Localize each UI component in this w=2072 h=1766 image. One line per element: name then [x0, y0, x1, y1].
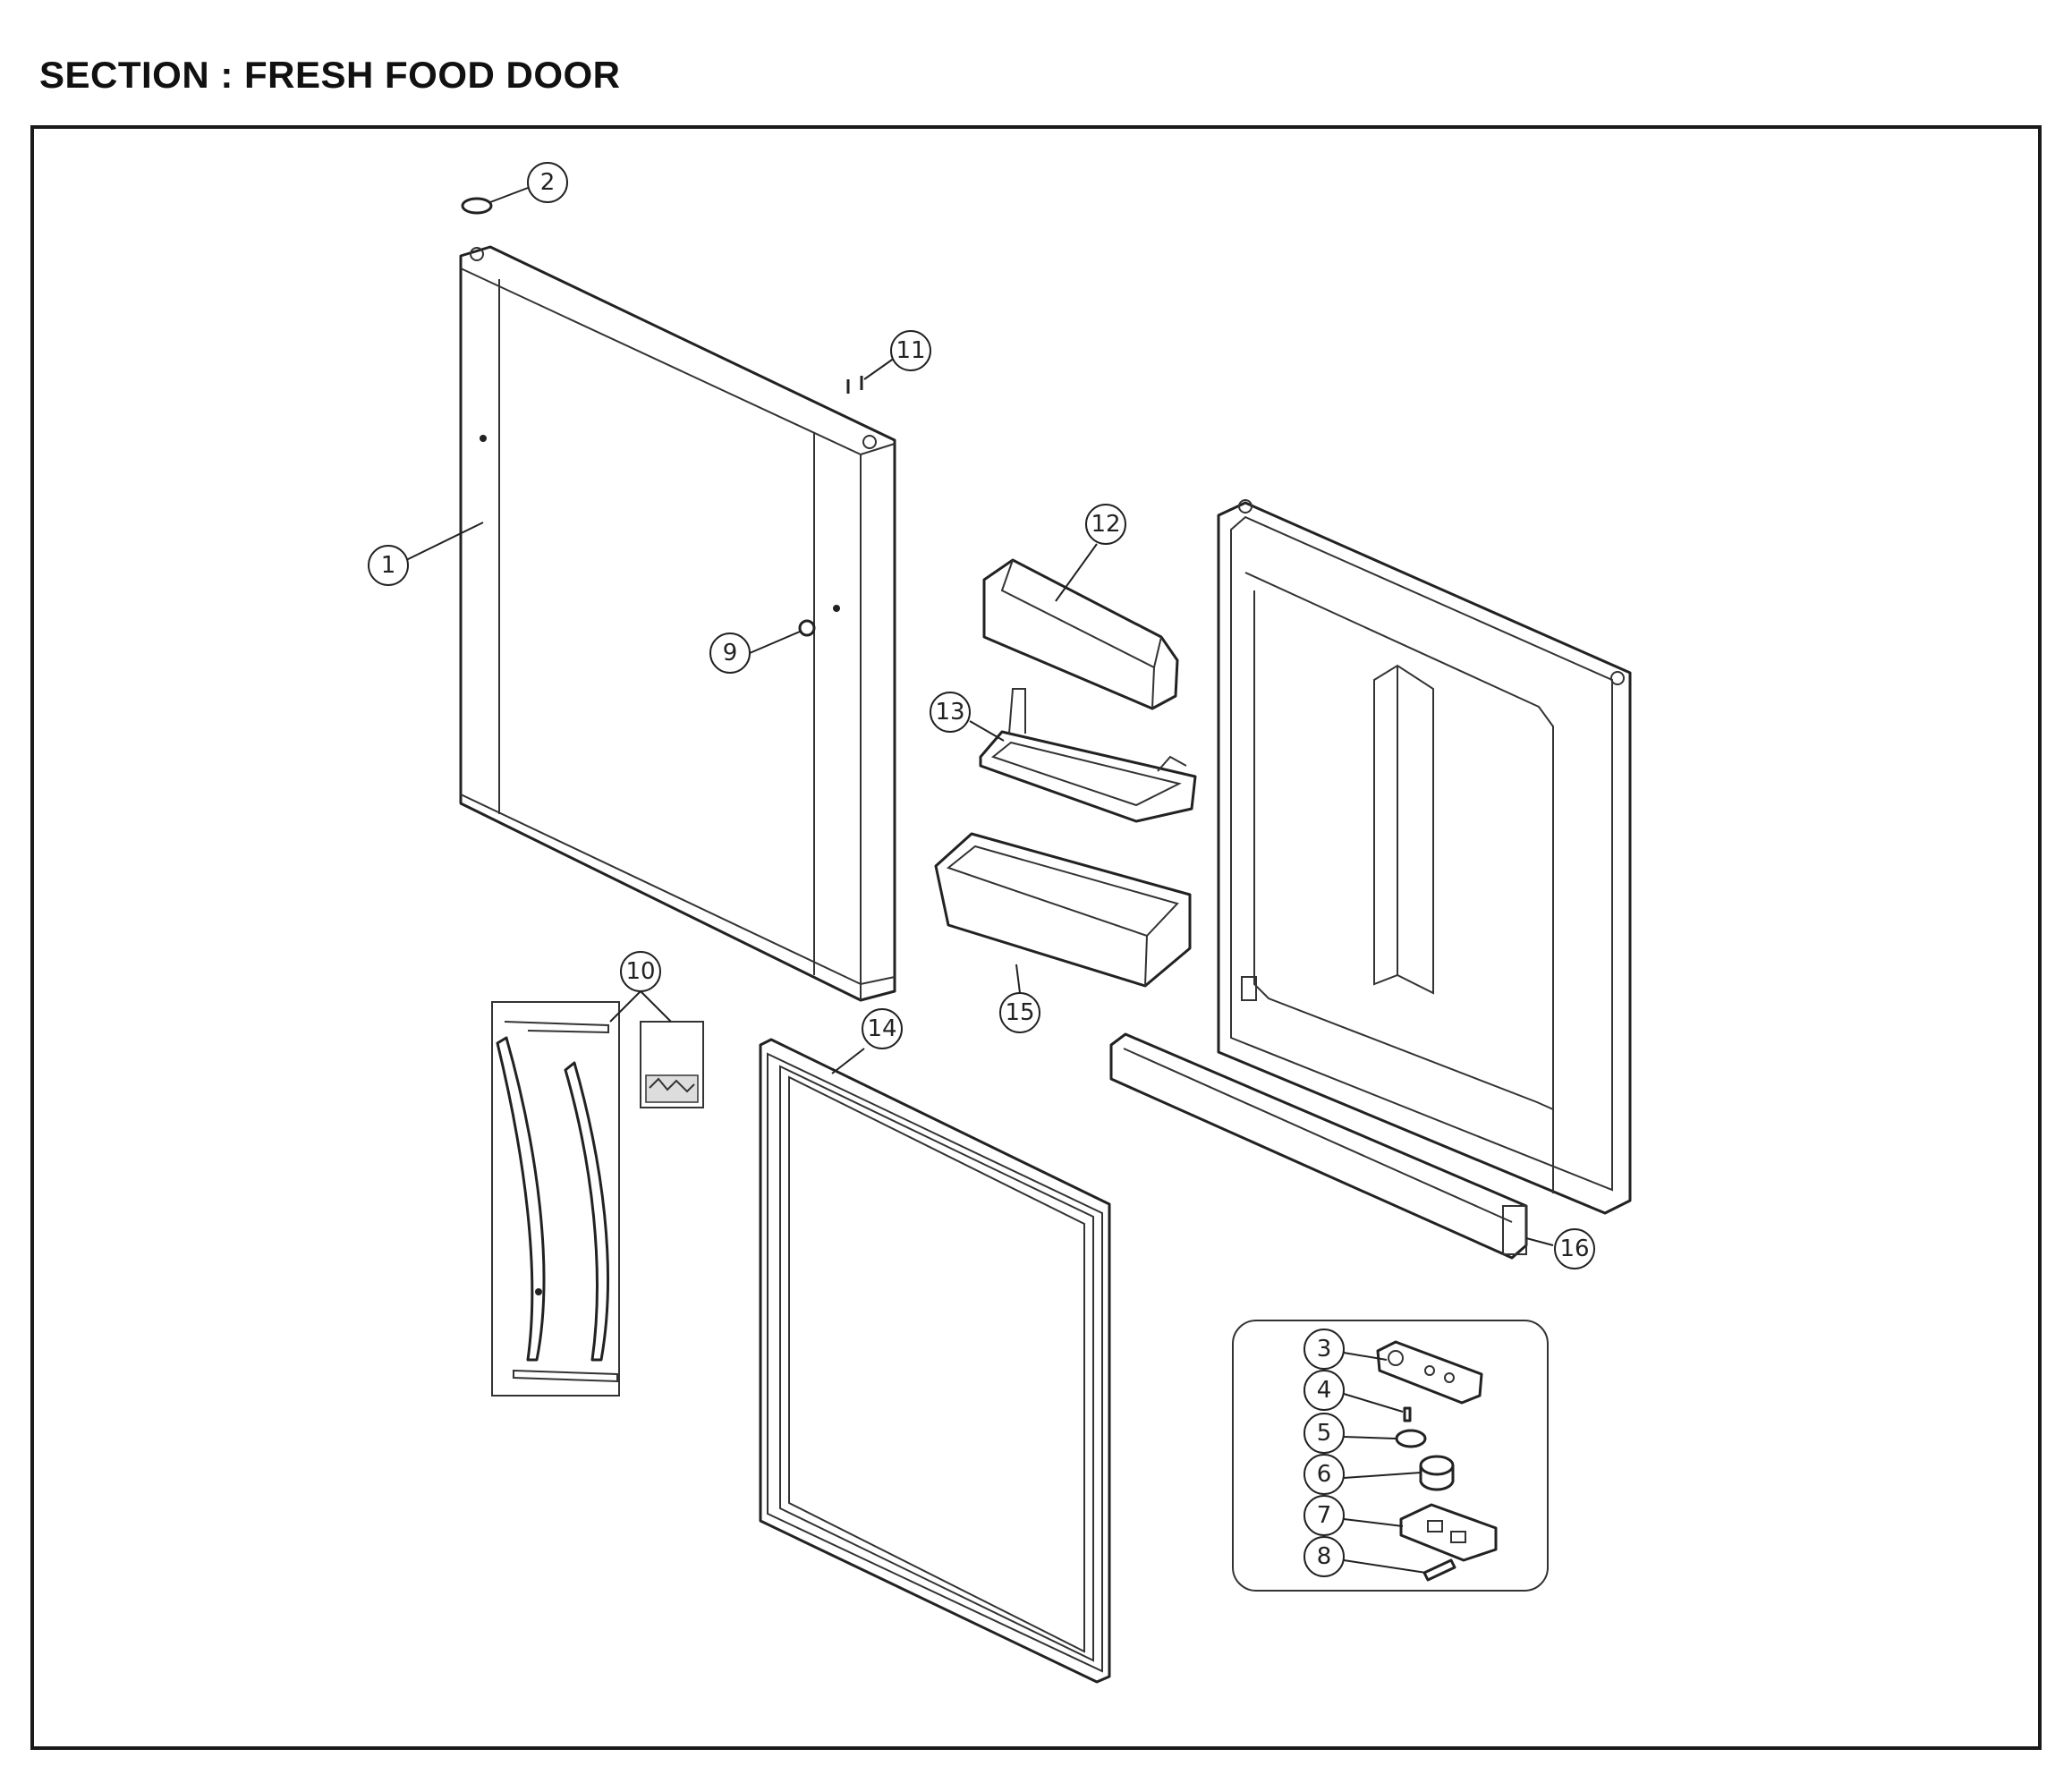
- callout-4-label: 4: [1317, 1377, 1332, 1404]
- callout-13-label: 13: [935, 699, 964, 726]
- hinge-inset: [1232, 1320, 1549, 1592]
- part-2-cap: [461, 197, 493, 215]
- callout-5-label: 5: [1317, 1420, 1332, 1447]
- callout-1-label: 1: [381, 552, 396, 579]
- callout-6: 6: [1303, 1454, 1345, 1495]
- callout-15-label: 15: [1005, 999, 1034, 1026]
- callout-16: 16: [1554, 1228, 1595, 1269]
- section-title: SECTION : FRESH FOOD DOOR: [39, 54, 621, 96]
- part-8-bolt: [1422, 1558, 1456, 1582]
- part-9-plug: [798, 619, 816, 637]
- part-3-hinge-plate: [1376, 1340, 1483, 1405]
- callout-5: 5: [1303, 1413, 1345, 1454]
- callout-3-label: 3: [1317, 1336, 1332, 1363]
- callout-6-label: 6: [1317, 1461, 1332, 1488]
- callout-7: 7: [1303, 1495, 1345, 1536]
- callout-3: 3: [1303, 1329, 1345, 1370]
- callout-8: 8: [1303, 1536, 1345, 1577]
- callout-11-label: 11: [896, 337, 925, 364]
- callout-12: 12: [1085, 504, 1126, 545]
- callout-7-label: 7: [1317, 1502, 1332, 1529]
- callout-4: 4: [1303, 1370, 1345, 1411]
- callout-1: 1: [368, 545, 409, 586]
- part-10-handle-kit: [491, 1001, 704, 1397]
- callout-16-label: 16: [1559, 1235, 1589, 1262]
- callout-12-label: 12: [1091, 511, 1120, 538]
- part-16-door-shelf: [1109, 1032, 1528, 1260]
- part-11-screws: [846, 376, 863, 394]
- callout-14-label: 14: [867, 1015, 896, 1042]
- part-6-hinge-pin: [1419, 1455, 1455, 1491]
- callout-13: 13: [930, 692, 971, 733]
- callout-2-label: 2: [540, 169, 556, 196]
- callout-8-label: 8: [1317, 1543, 1332, 1570]
- part-7-hinge-bracket: [1399, 1503, 1498, 1562]
- callout-14: 14: [862, 1008, 903, 1049]
- callout-10: 10: [620, 951, 661, 992]
- callout-9: 9: [709, 633, 751, 674]
- part-15-door-bin: [934, 832, 1192, 988]
- callout-11: 11: [890, 330, 931, 371]
- callout-9-label: 9: [723, 640, 738, 666]
- part-1-outer-door: [459, 245, 896, 1002]
- part-13-dairy-tray: [979, 688, 1197, 823]
- part-14-gasket: [759, 1038, 1111, 1684]
- part-4-hinge-screw: [1403, 1406, 1412, 1422]
- diagram-frame: [30, 125, 2042, 1750]
- callout-2: 2: [527, 162, 568, 203]
- part-5-washer: [1395, 1429, 1427, 1448]
- callout-15: 15: [999, 992, 1040, 1033]
- leader-lines: [402, 187, 1554, 1574]
- part-12-dairy-cover: [982, 558, 1179, 710]
- inner-door-liner: [1217, 499, 1632, 1215]
- callout-10-label: 10: [625, 958, 655, 985]
